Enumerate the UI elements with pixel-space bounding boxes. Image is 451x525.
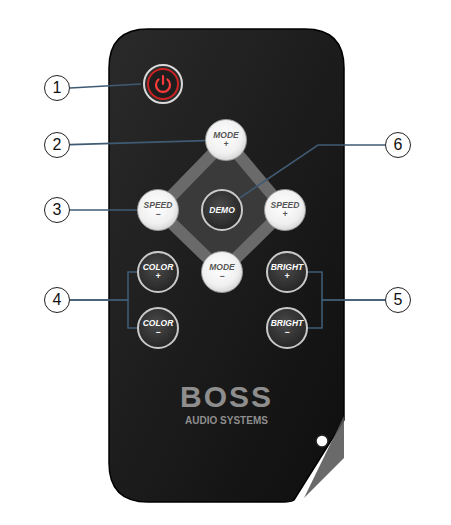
housing-outline	[109, 29, 344, 502]
callout-number: 6	[394, 137, 403, 153]
power-button	[144, 65, 182, 103]
button-label: COLOR −	[140, 319, 176, 337]
keyring-hole	[316, 435, 328, 447]
button-label: SPEED −	[140, 201, 176, 219]
callout-circle: 5	[385, 287, 411, 313]
callout-number: 4	[53, 292, 62, 308]
callout-circle: 1	[44, 75, 70, 101]
button-label: MODE +	[208, 131, 244, 149]
button-label: BRIGHT −	[269, 319, 305, 337]
power-ring-red	[148, 69, 178, 99]
power-ring	[144, 65, 182, 103]
callout-circle: 6	[385, 132, 411, 158]
remote-button: BRIGHT +	[266, 251, 308, 293]
remote-button: SPEED −	[137, 189, 179, 231]
remote-button: DEMO	[201, 189, 243, 231]
remote-button: COLOR −	[137, 307, 179, 349]
remote-button: BRIGHT −	[266, 307, 308, 349]
button-label: DEMO	[204, 206, 240, 215]
callout-number: 1	[53, 80, 62, 96]
button-label: SPEED +	[267, 201, 303, 219]
remote-button: COLOR +	[137, 251, 179, 293]
power-icon	[162, 76, 164, 84]
callout-number: 3	[53, 202, 62, 218]
button-label: MODE −	[204, 263, 240, 281]
button-label: BRIGHT +	[269, 263, 305, 281]
keyring-tab	[304, 416, 344, 498]
remote-button: SPEED +	[264, 189, 306, 231]
callout-circle: 4	[44, 287, 70, 313]
callout-number: 5	[394, 292, 403, 308]
remote-button: MODE −	[201, 251, 243, 293]
remote-body: BOSS AUDIO SYSTEMS MODE + SPEED − DEMO SPEED …	[108, 28, 345, 503]
leader-line	[70, 209, 137, 211]
callout-circle: 2	[44, 132, 70, 158]
remote-button: MODE +	[205, 119, 247, 161]
callout-circle: 3	[44, 197, 70, 223]
brand-subtitle: AUDIO SYSTEMS	[108, 416, 345, 426]
brand-logo: BOSS	[108, 382, 345, 412]
button-label: COLOR +	[140, 263, 176, 281]
callout-number: 2	[53, 137, 62, 153]
